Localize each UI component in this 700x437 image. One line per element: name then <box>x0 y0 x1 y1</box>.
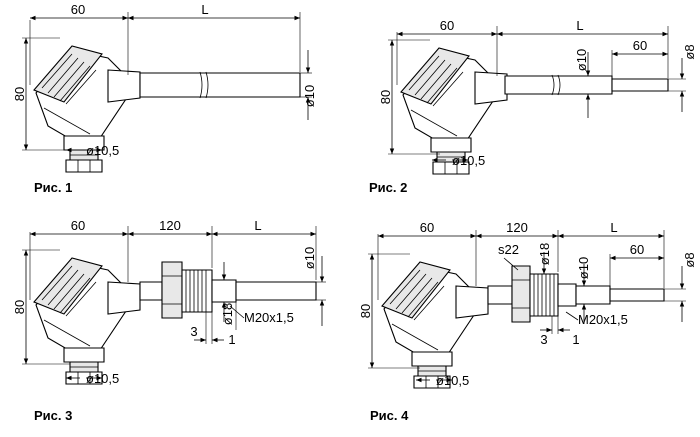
dim-gland-dia: ø10,5 <box>452 153 485 168</box>
dim-length: L <box>201 2 208 17</box>
caption-fig-1: Рис. 1 <box>34 180 72 195</box>
thread-label: M20x1,5 <box>578 312 628 327</box>
dim-gland-dia: ø10,5 <box>86 143 119 158</box>
dim-sheath-dia: ø10 <box>302 85 317 107</box>
dim-gland-dia: ø10,5 <box>436 373 469 388</box>
figure-4: 60 120 L 60 80 s22 ø18 ø10 ø8 3 1 M20x1,… <box>358 220 697 423</box>
connection-head <box>33 257 141 385</box>
dim-length: L <box>610 220 617 235</box>
dim-height: 80 <box>378 90 393 104</box>
hex-nut <box>511 265 531 323</box>
dim-gland-dia: ø10,5 <box>86 371 119 386</box>
dim-tip-length: 60 <box>630 242 644 257</box>
figure-3: 60 120 L 80 ø10 ø18 3 1 M20x1,5 ø10,5 Ри… <box>12 218 326 423</box>
dim-tip-dia: ø8 <box>682 44 697 59</box>
dim-head-width: 60 <box>71 218 85 233</box>
dim-neck-length: 120 <box>159 218 181 233</box>
dim-fitting-dia: ø18 <box>220 303 235 325</box>
fitting <box>181 269 213 313</box>
dim-head-width: 60 <box>420 220 434 235</box>
thread-label: M20x1,5 <box>244 310 294 325</box>
dim-fitting-dia: ø18 <box>537 243 552 265</box>
dim-sheath-dia: ø10 <box>302 247 317 269</box>
dim-height: 80 <box>12 300 27 314</box>
dim-head-width: 60 <box>71 2 85 17</box>
sheath-tube <box>575 285 611 305</box>
dim-sheath-dia: ø10 <box>574 49 589 71</box>
figure-2: 60 L 60 80 ø10 ø8 ø10,5 Рис. 2 <box>369 18 697 195</box>
dim-head-width: 60 <box>440 18 454 33</box>
sheath-tip <box>611 78 669 92</box>
dim-tip-dia: ø8 <box>682 252 697 267</box>
figure-1: 60 L 80 ø10 ø10,5 Рис. 1 <box>12 2 317 195</box>
dim-height: 80 <box>12 87 27 101</box>
dim-length: L <box>576 18 583 33</box>
sheath-tip <box>609 288 665 302</box>
dim-3: 3 <box>540 332 547 347</box>
wrench-size: s22 <box>498 242 519 257</box>
dim-1: 1 <box>228 332 235 347</box>
dim-neck-length: 120 <box>506 220 528 235</box>
sheath-tube <box>139 72 301 98</box>
caption-fig-3: Рис. 3 <box>34 408 72 423</box>
caption-fig-2: Рис. 2 <box>369 180 407 195</box>
caption-fig-4: Рис. 4 <box>370 408 409 423</box>
dim-height: 80 <box>358 304 373 318</box>
dim-1: 1 <box>572 332 579 347</box>
dim-3: 3 <box>190 324 197 339</box>
dim-length: L <box>254 218 261 233</box>
sheath-tube <box>504 75 613 95</box>
hex-nut <box>161 261 183 319</box>
connection-head <box>381 261 489 389</box>
dim-sheath-dia: ø10 <box>576 257 591 279</box>
sheath-tube <box>235 281 317 301</box>
dim-tip-length: 60 <box>633 38 647 53</box>
